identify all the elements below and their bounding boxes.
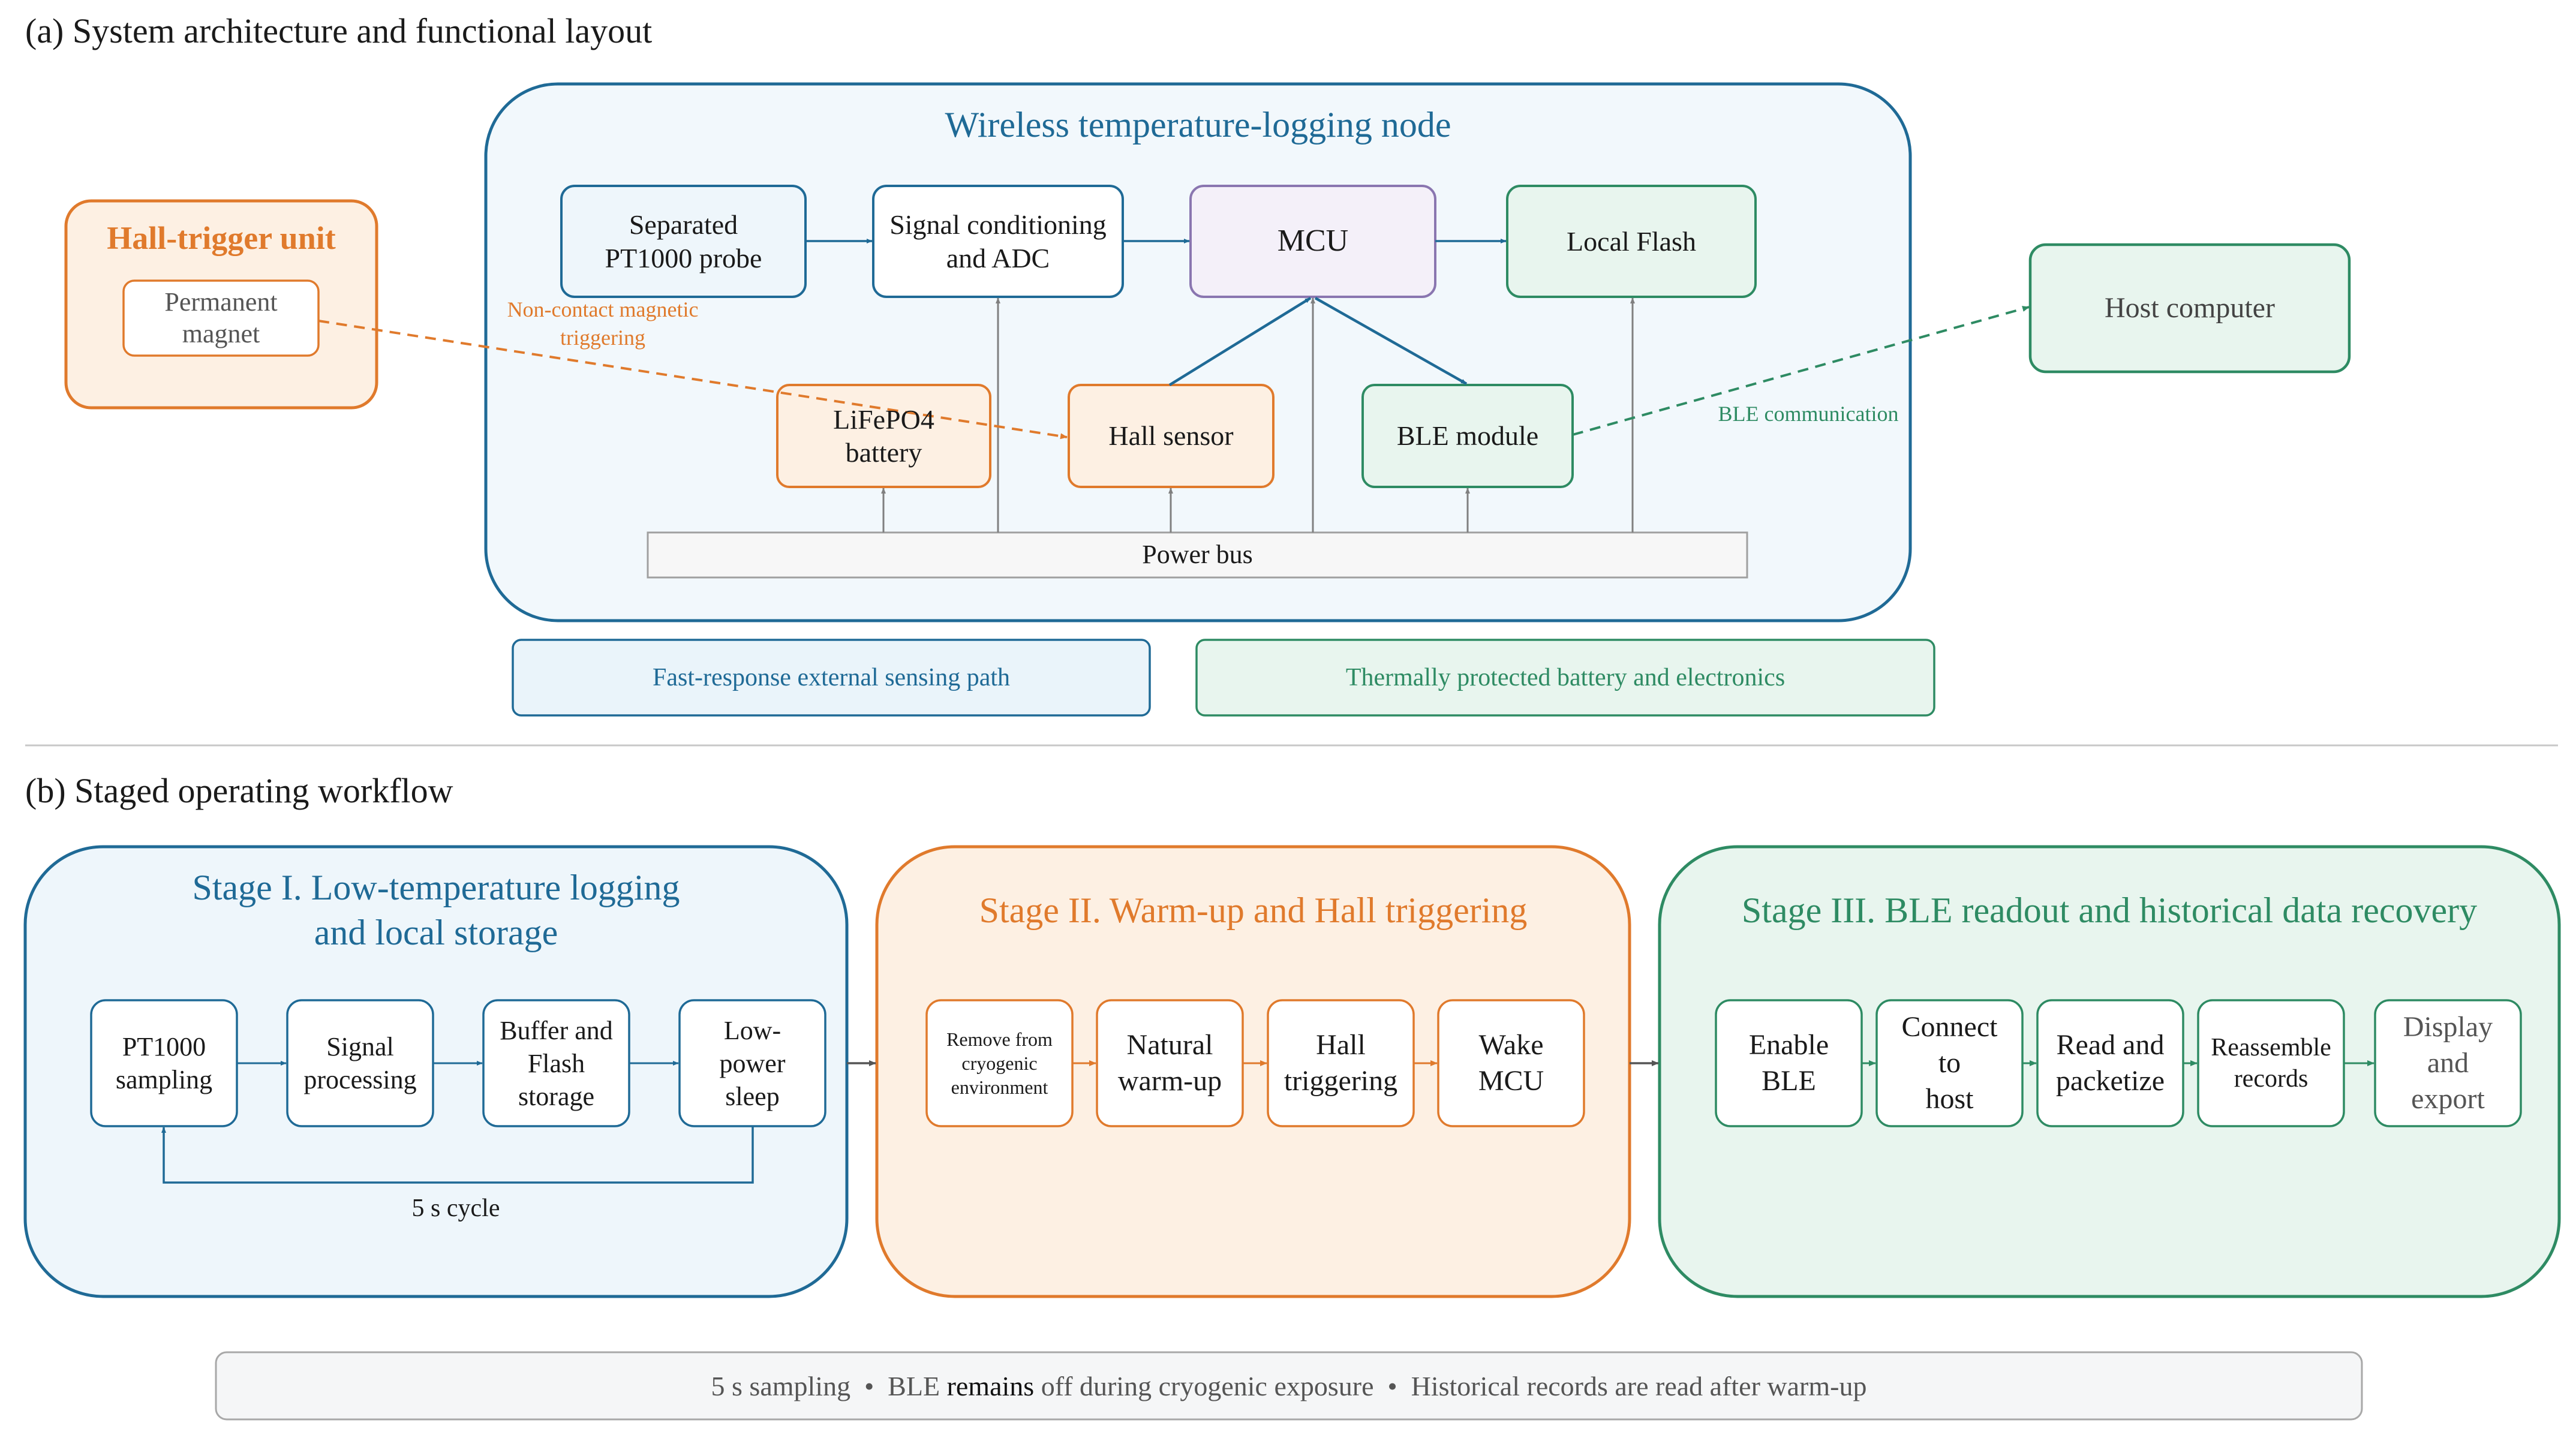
battery-label: LiFePO4 battery [833,404,934,468]
stage1-cycle-loop [161,1126,754,1184]
hall-unit-title: Hall-trigger unit [107,220,336,256]
stage1-container [23,845,849,1298]
stage3-step-label: Read and packetize [2055,1029,2165,1097]
stage1-step-label: Buffer and Flash storage [500,1015,613,1111]
footer-note-part1: 5 s sampling • BLE [711,1370,947,1401]
stage3-step-label: Enable BLE [1748,1029,1829,1097]
stage3-step-box [2374,999,2522,1127]
stage2-step-box [1437,999,1585,1127]
fast-path-label: Fast-response external sensing path [652,664,1011,691]
flash-label: Local Flash [1567,225,1696,257]
stage2-step-label: Wake MCU [1478,1029,1544,1097]
stage3-step-label: Reassemble records [2211,1033,2331,1093]
ble-module-label: BLE module [1396,420,1539,452]
stage2-step-label: Natural warm-up [1117,1029,1222,1097]
stage3-step-label: Connect to host [1901,1011,1998,1115]
stage2-step-label: Remove from cryogenic environment [946,1028,1053,1098]
magnet-box [122,279,320,357]
footer-note-part3: off during cryogenic exposure • Historic… [1034,1370,1867,1401]
footer-note: 5 s sampling • BLE remains off during cr… [216,1352,2362,1419]
node-title: Wireless temperature-logging node [945,104,1451,145]
battery-box [776,384,991,488]
ble-box [1361,384,1574,488]
ble-communication-line [1572,306,2030,436]
magnetic-trigger-line [318,320,1068,440]
footer-box [215,1351,2363,1421]
thermal-path-label: Thermally protected battery and electron… [1345,664,1786,691]
mcu-to-ble-arrow [1314,297,1468,385]
host-box [2028,243,2351,374]
footer-note-emphasis: remains [946,1370,1035,1401]
hall-to-mcu-arrow [1168,297,1312,386]
stage1-step-label: Signal processing [303,1032,417,1094]
probe-label: Separated PT1000 probe [605,209,762,273]
mcu-label: MCU [1277,224,1349,258]
section-a-title: (a) System architecture and functional l… [25,11,653,50]
magnetic-trigger-label: Non-contact magnetic triggering [507,297,699,350]
section-b-title: (b) Staged operating workflow [25,771,453,810]
signal-label: Signal conditioning and ADC [889,209,1107,273]
thermal-path-tag [1195,639,1935,717]
stage1-title: Stage I. Low-temperature logging and loc… [192,868,680,952]
stage1-step-label: PT1000 sampling [115,1032,213,1094]
fast-path-tag [512,639,1151,717]
host-label: Host computer [2105,292,2275,324]
stage3-step-label: Display and export [2403,1011,2493,1115]
ble-communication-label: BLE communication [1718,402,1899,426]
hall-sensor-label: Hall sensor [1108,420,1234,452]
stage1-step-label: Low- power sleep [719,1015,786,1111]
stage1-cycle-label: 5 s cycle [411,1195,500,1222]
magnet-label: Permanent magnet [164,287,278,348]
stage2-title: Stage II. Warm-up and Hall triggering [979,890,1528,930]
stage3-title: Stage III. BLE readout and historical da… [1741,890,2478,930]
power-bus-label: Power bus [1142,540,1253,570]
flash-box [1506,185,1757,298]
power-bus-box [647,531,1748,579]
stage2-container [875,845,1631,1298]
stage2-step-label: Hall triggering [1284,1029,1398,1097]
